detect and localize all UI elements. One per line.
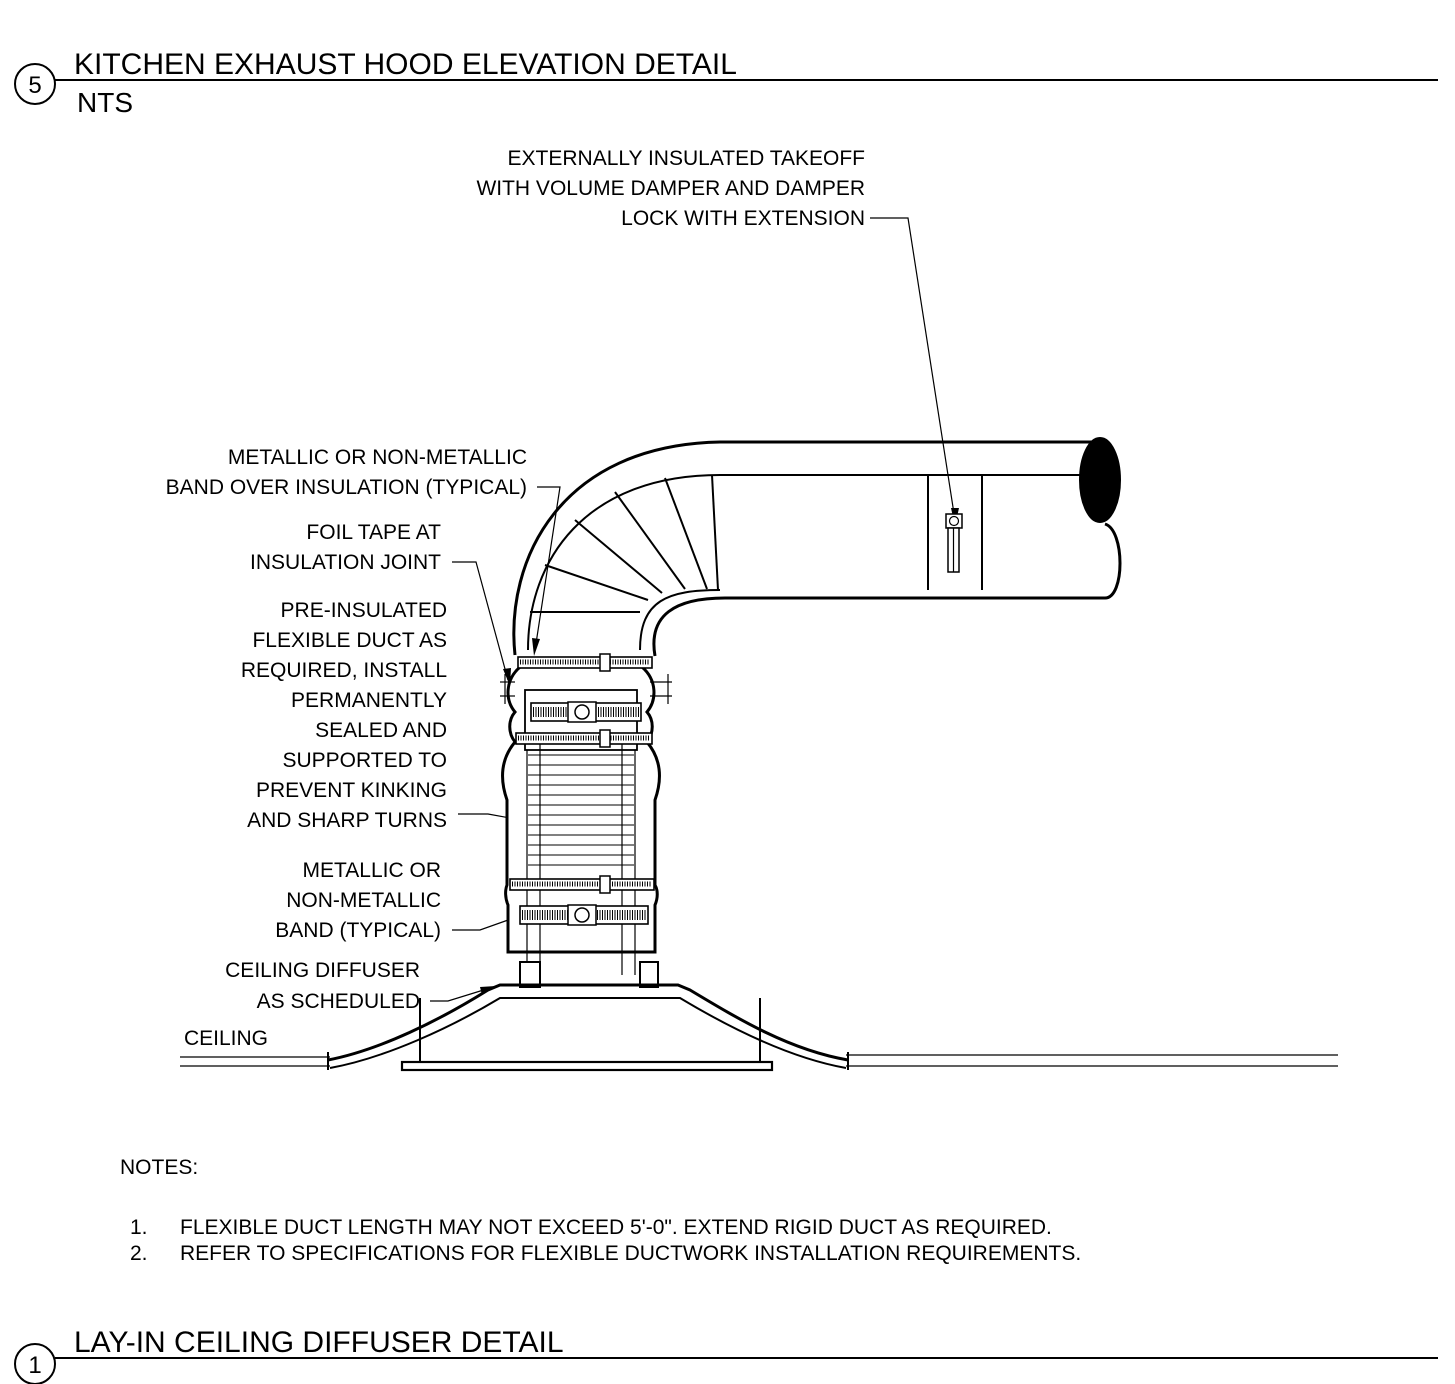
duct-inner-top xyxy=(527,474,1082,651)
leader-takeoff xyxy=(870,217,956,521)
diffuser-neck-left xyxy=(519,961,541,988)
band-3 xyxy=(515,729,653,748)
detail-title: KITCHEN EXHAUST HOOD ELEVATION DETAIL xyxy=(74,48,737,81)
callout-band: METALLIC OR NON-METALLIC BAND (TYPICAL) xyxy=(275,859,441,942)
svg-text:AND SHARP TURNS: AND SHARP TURNS xyxy=(247,809,447,832)
detail-header-top: 5 KITCHEN EXHAUST HOOD ELEVATION DETAIL … xyxy=(14,48,1438,118)
ceiling-line xyxy=(180,1052,1338,1070)
svg-text:INSULATION JOINT: INSULATION JOINT xyxy=(250,551,441,574)
notes-heading: NOTES: xyxy=(120,1156,198,1179)
detail-title-bottom: LAY-IN CEILING DIFFUSER DETAIL xyxy=(74,1326,564,1359)
svg-text:METALLIC OR NON-METALLIC: METALLIC OR NON-METALLIC xyxy=(228,446,527,469)
note-1-number: 1. xyxy=(130,1216,148,1239)
callout-takeoff: EXTERNALLY INSULATED TAKEOFF WITH VOLUME… xyxy=(476,147,865,230)
svg-text:AS SCHEDULED: AS SCHEDULED xyxy=(257,990,420,1013)
leader-diffuser xyxy=(430,987,491,1002)
callout-flex-duct: PRE-INSULATED FLEXIBLE DUCT AS REQUIRED,… xyxy=(241,599,447,832)
notes: NOTES: 1. FLEXIBLE DUCT LENGTH MAY NOT E… xyxy=(120,1156,1081,1265)
diffuser-cone-outer xyxy=(327,983,849,1062)
svg-text:WITH VOLUME DAMPER AND DAMPER: WITH VOLUME DAMPER AND DAMPER xyxy=(476,177,865,200)
svg-text:FLEXIBLE DUCT AS: FLEXIBLE DUCT AS xyxy=(252,629,447,652)
diffuser-face-plate xyxy=(400,1060,774,1072)
svg-text:PREVENT KINKING: PREVENT KINKING xyxy=(256,779,447,802)
detail-number-bubble-bottom xyxy=(14,1343,56,1384)
bands xyxy=(509,653,655,926)
detail-header-bottom: 1 LAY-IN CEILING DIFFUSER DETAIL xyxy=(14,1326,1438,1384)
svg-text:BAND (TYPICAL): BAND (TYPICAL) xyxy=(275,919,441,942)
svg-text:CEILING DIFFUSER: CEILING DIFFUSER xyxy=(225,959,420,982)
svg-text:SEALED AND: SEALED AND xyxy=(315,719,447,742)
duct-outer-top xyxy=(512,440,1100,656)
svg-text:REQUIRED, INSTALL: REQUIRED, INSTALL xyxy=(241,659,447,682)
ceiling-diffuser xyxy=(327,961,849,1072)
duct-open-end xyxy=(1079,437,1121,523)
diffuser-cone-inner xyxy=(329,997,847,1069)
svg-text:LOCK WITH EXTENSION: LOCK WITH EXTENSION xyxy=(621,207,865,230)
svg-text:METALLIC OR: METALLIC OR xyxy=(303,859,441,882)
svg-text:NON-METALLIC: NON-METALLIC xyxy=(286,889,441,912)
svg-text:EXTERNALLY INSULATED TAKEOFF: EXTERNALLY INSULATED TAKEOFF xyxy=(508,147,865,170)
note-2-number: 2. xyxy=(130,1242,148,1265)
band-1 xyxy=(517,653,653,672)
flex-corrugations xyxy=(528,754,634,866)
diffuser-neck-right xyxy=(639,961,659,988)
detail-scale: NTS xyxy=(77,87,133,118)
svg-text:FOIL TAPE AT: FOIL TAPE AT xyxy=(306,521,441,544)
rigid-duct-elbow xyxy=(512,437,1122,657)
svg-text:BAND OVER INSULATION (TYPICAL): BAND OVER INSULATION (TYPICAL) xyxy=(166,476,527,499)
svg-text:PERMANENTLY: PERMANENTLY xyxy=(291,689,447,712)
band-4 xyxy=(509,875,655,894)
detail-number-bubble xyxy=(14,63,56,105)
callout-band-over-insulation: METALLIC OR NON-METALLIC BAND OVER INSUL… xyxy=(166,446,527,499)
callout-ceiling: CEILING xyxy=(184,1027,268,1050)
band-5 xyxy=(519,904,649,926)
detail-number: 5 xyxy=(28,72,41,99)
callout-foil-tape: FOIL TAPE AT INSULATION JOINT xyxy=(250,521,441,574)
duct-inner-bottom xyxy=(639,589,721,651)
leader-band-insulation xyxy=(534,486,561,651)
note-1-text: FLEXIBLE DUCT LENGTH MAY NOT EXCEED 5'-0… xyxy=(180,1216,1052,1239)
band-2 xyxy=(530,701,642,723)
damper-lock xyxy=(945,513,963,573)
detail-number-bottom: 1 xyxy=(28,1352,41,1379)
svg-text:PRE-INSULATED: PRE-INSULATED xyxy=(281,599,447,622)
duct-outer-bottom xyxy=(652,522,1122,657)
callout-diffuser: CEILING DIFFUSER AS SCHEDULED xyxy=(225,959,420,1013)
leader-foil-tape xyxy=(452,561,509,681)
svg-text:SUPPORTED TO: SUPPORTED TO xyxy=(282,749,447,772)
note-2-text: REFER TO SPECIFICATIONS FOR FLEXIBLE DUC… xyxy=(180,1242,1081,1265)
